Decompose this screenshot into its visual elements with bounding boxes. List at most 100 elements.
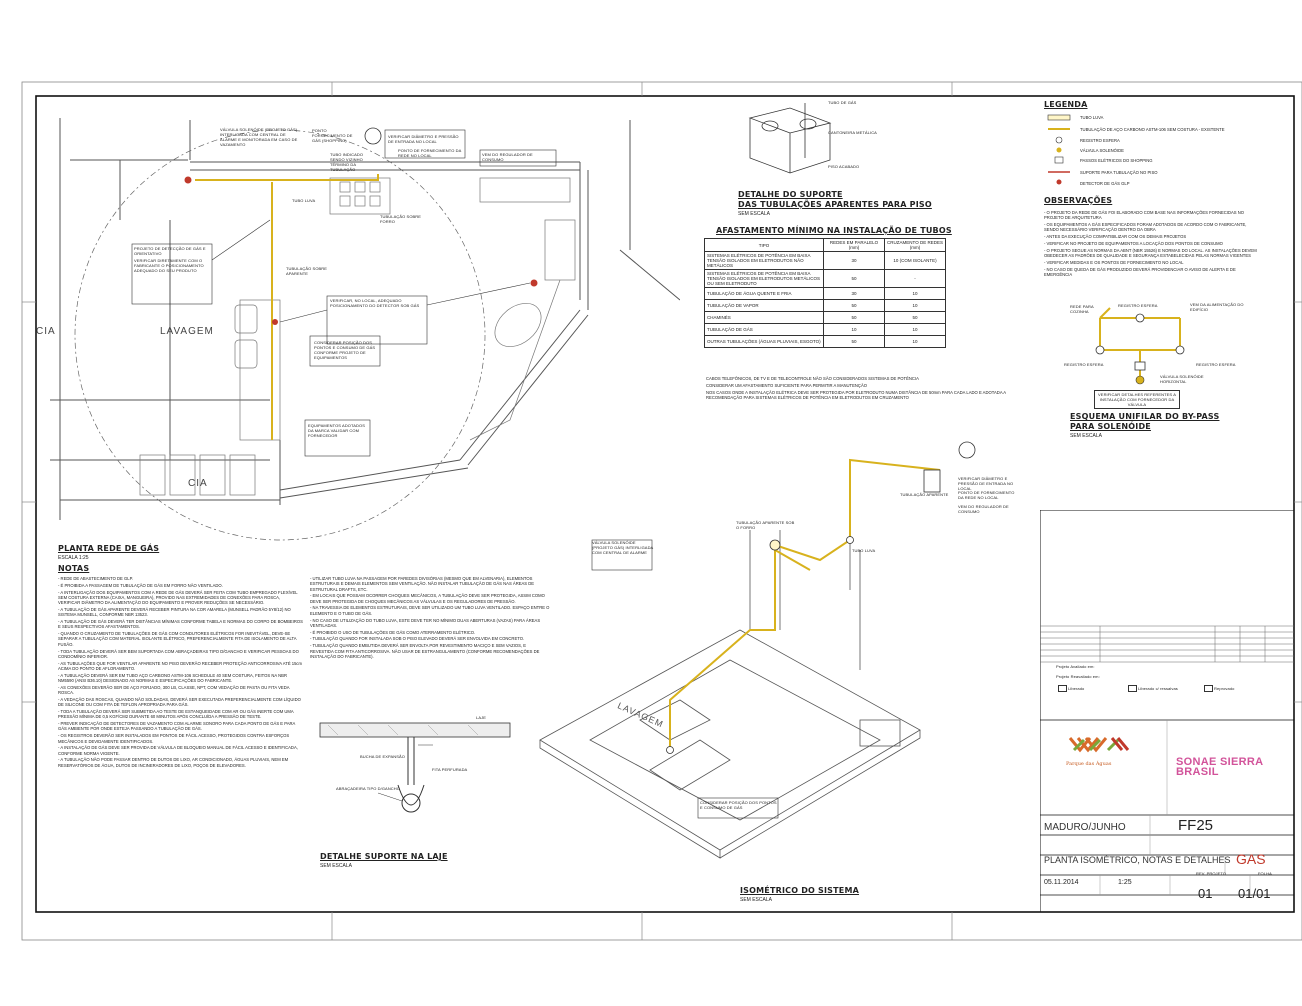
note-item: - REDE DE ABASTECIMENTO DE GLP. — [58, 576, 134, 581]
bypass-label: VEM DA ALIMENTAÇÃO DO EDIFÍCIO — [1190, 302, 1244, 312]
slab-label: BUCHA DE EXPANSÃO — [360, 754, 405, 759]
clearance-title: AFASTAMENTO MÍNIMO NA INSTALAÇÃO DE TUBO… — [716, 226, 952, 235]
clearance-cell: 10 — [884, 299, 946, 312]
detail-floor-title-2: DAS TUBULAÇÕES APARENTES PARA PISO — [738, 200, 932, 209]
clearance-cell: 50 — [823, 269, 885, 288]
title-block-frame — [1040, 510, 1294, 912]
detail-slab-scale: SEM ESCALA — [320, 863, 352, 869]
legend-item: SUPORTE PARA TUBULAÇÃO NO PISO — [1080, 170, 1158, 175]
approved-with-reservations-label: Liberado c/ ressalvas — [1138, 686, 1178, 691]
client-logo-mark — [1068, 737, 1130, 753]
clearance-cell: OUTRAS TUBULAÇÕES (ÁGUAS PLUVIAIS, ESGOT… — [704, 335, 824, 348]
clearance-cell: 50 — [884, 311, 946, 324]
plan-annotation: EQUIPAMENTOS ADOTADOS DA MARCA VALIDAR C… — [308, 423, 365, 438]
observacao-item: - ANTES DA EXECUÇÃO COMPATIBILIZAR COM O… — [1044, 234, 1187, 240]
slab-label: LAJE — [476, 715, 486, 720]
observacao-item: - VERIFICAR NO PROJETO DE EQUIPAMENTOS A… — [1044, 240, 1223, 246]
legend-item: TUBO LUVA — [1080, 115, 1104, 120]
clearance-cell: 10 (COM ISOLANTE) — [884, 251, 946, 270]
note-item: - NO CASO DE UTILIZAÇÃO DO TUBO LUVA, ES… — [310, 617, 541, 628]
approved-checkbox[interactable] — [1058, 685, 1067, 692]
room-label-left: CIA — [36, 326, 56, 337]
sheet-number: 01/01 — [1238, 886, 1271, 901]
drawing-date: 05.11.2014 — [1044, 879, 1079, 886]
iso-annotation: VÁLVULA SOLENÓIDE (PROJETO GÁS) INTERLIG… — [592, 540, 654, 555]
clearance-footnote: NOS CASOS ONDE A INSTALAÇÃO ELÉTRICA DEV… — [706, 389, 1006, 400]
legend-item: REGISTRO ESFERA — [1080, 138, 1120, 143]
note-item: - A VEDAÇÃO DAS ROSCAS, QUANDO NÃO SOLDA… — [58, 696, 301, 708]
clearance-cell: 10 — [823, 323, 885, 336]
revision-label: REV. PROJETO — [1196, 871, 1227, 876]
bypass-label: REGISTRO ESFERA — [1064, 362, 1104, 367]
plan-annotation: PONTO FORNECIMENTO DE GÁS (SHOPPING) — [312, 128, 353, 143]
observacao-item: - NO CASO DE QUEDA DE GÁS PRODUZIDO DEVE… — [1044, 266, 1236, 277]
clearance-header: TIPO — [704, 238, 824, 252]
clearance-cell: 10 — [884, 335, 946, 348]
detail-slab-support — [319, 722, 511, 813]
bypass-label: VÁLVULA SOLENÓIDE HORIZONTAL — [1160, 374, 1204, 384]
plan-annotation: VERIFICAR, NO LOCAL, ADEQUADO POSICIONAM… — [330, 298, 420, 308]
isometric-title: ISOMÉTRICO DO SISTEMA — [740, 886, 860, 895]
observacoes-title: OBSERVAÇÕES — [1044, 196, 1113, 205]
approved-label: Liberado — [1068, 686, 1085, 691]
client-logo-text: Parque das Águas — [1066, 761, 1112, 767]
clearance-footnote: CONSIDERAR UM AFASTAMENTO SUFICIENTE PAR… — [706, 382, 868, 388]
note-item: - É PROIBIDA A PASSAGEM DE TUBULAÇÃO DE … — [58, 582, 223, 588]
brand-country: BRASIL — [1176, 766, 1219, 778]
plan-annotation: CONSIDERAR POSIÇÃO DOS PONTOS E CONSUMO … — [314, 340, 376, 360]
observacao-item: - OS EQUIPAMENTOS A GÁS ESPECIFICADOS FO… — [1044, 222, 1247, 233]
note-item: - A TUBULAÇÃO DE GÁS APARENTE DEVERÁ REC… — [58, 606, 291, 618]
iso-annotation: PONTO DE FORNECIMENTO DA REDE NO LOCAL — [958, 490, 1015, 500]
detail-floor-support — [748, 103, 832, 174]
bypass-title-1: ESQUEMA UNIFILAR DO BY-PASS — [1070, 412, 1220, 421]
note-item: - TODA TUBULAÇÃO DEVERÁ SER BEM SUPORTAD… — [58, 648, 299, 659]
note-item: - AS TUBULAÇÕES QUE FOR VENTILAR APARENT… — [58, 660, 303, 671]
note-item: - A INSTALAÇÃO DE GÁS DEVE SER PROVIDA D… — [58, 745, 298, 756]
note-item: - TUBULAÇÃO QUANDO FOR INSTALADA SOB O P… — [310, 636, 525, 642]
brand-name: SONAE SIERRA — [1176, 756, 1264, 768]
bypass-label: REGISTRO ESFERA — [1118, 303, 1158, 308]
note-item: - PREVER INDICAÇÃO DE DETECTORES DE VAZA… — [58, 721, 296, 732]
iso-annotation: TUBULAÇÃO APARENTE SOB O FORRO — [736, 520, 795, 530]
detail-slab-title: DETALHE SUPORTE NA LAJE — [320, 852, 448, 861]
clearance-cell: 10 — [884, 323, 946, 336]
note-item: - A TUBULAÇÃO DEVERÁ SER EM TUBO AÇO CAR… — [58, 672, 287, 684]
sheet-label: FOLHA — [1258, 871, 1272, 876]
clearance-cell: 30 — [823, 287, 885, 300]
note-item: - A TUBULAÇÃO DE GÁS DEVERÁ TER DISTÂNCI… — [58, 619, 303, 630]
clearance-cell: 30 — [823, 251, 885, 270]
note-item: - TUBULAÇÃO QUANDO EMBUTIDA DEVERÁ SER E… — [310, 643, 540, 659]
plan-annotation: TUBULAÇÃO SOBRE FORRO — [380, 214, 422, 224]
note-item: - A TUBULAÇÃO NÃO PODE PASSAR DENTRO DE … — [58, 757, 289, 768]
notes-title: NOTAS — [58, 564, 90, 573]
note-item: - NA TRAVESSIA DE ELEMENTOS ESTRUTURAIS,… — [310, 605, 550, 616]
note-item: - É PROIBIDO O USO DE TUBULAÇÕES DE GÁS … — [310, 629, 476, 635]
legend-symbols — [1047, 114, 1071, 185]
clearance-cell: 50 — [823, 335, 885, 348]
plan-annotation: TUBULAÇÃO SOBRE APARENTE — [286, 266, 328, 276]
bypass-label: REGISTRO ESFERA — [1196, 362, 1236, 367]
clearance-cell: SISTEMAS ELÉTRICOS DE POTÊNCIA EM BAIXA … — [704, 251, 824, 270]
plan-annotation: TUBO INDICADO SENDO VIZINHO TÉRMINO DA T… — [330, 152, 364, 172]
detail-floor-scale: SEM ESCALA — [738, 211, 770, 217]
iso-annotation: VEM DO REGULADOR DE CONSUMO — [958, 504, 1009, 514]
notes-list-2: - UTILIZAR TUBO LUVA NA PASSAGEM POR PAR… — [310, 576, 550, 696]
legend-title: LEGENDA — [1044, 100, 1088, 109]
clearance-cell: SISTEMAS ELÉTRICOS DE POTÊNCIA EM BAIXA … — [704, 269, 824, 288]
clearance-footnotes: CABOS TELEFÔNICOS, DE TV E DE TELECONTRO… — [706, 376, 1024, 402]
stamp-label: Projeto Reavaliado em: — [1056, 674, 1100, 679]
room-label-partial: CIA — [188, 478, 208, 489]
iso-annotation: TUBO LUVA — [852, 548, 876, 553]
bypass-note: VERIFICAR DETALHES REFERENTES A INSTALAÇ… — [1094, 390, 1180, 409]
bypass-label: REDE PARA COZINHA — [1070, 304, 1094, 314]
note-item: - TODA A TUBULAÇÃO DEVERÁ SER SUBMETIDA … — [58, 709, 294, 720]
clearance-cell: 50 — [823, 311, 885, 324]
approved-with-reservations-checkbox[interactable] — [1128, 685, 1137, 692]
clearance-table: TIPO REDES EM PARALELO (mm) CRUZAMENTO D… — [704, 238, 946, 348]
note-item: - EM LOCAIS QUE POSSAM OCORRER CHOQUES M… — [310, 593, 545, 604]
legend-item: DETECTOR DE GÁS GLP — [1080, 181, 1130, 186]
clearance-cell: TUBULAÇÃO DE GÁS — [704, 323, 824, 336]
notes-list: - REDE DE ABASTECIMENTO DE GLP. - É PROI… — [58, 576, 303, 906]
rejected-checkbox[interactable] — [1204, 685, 1213, 692]
